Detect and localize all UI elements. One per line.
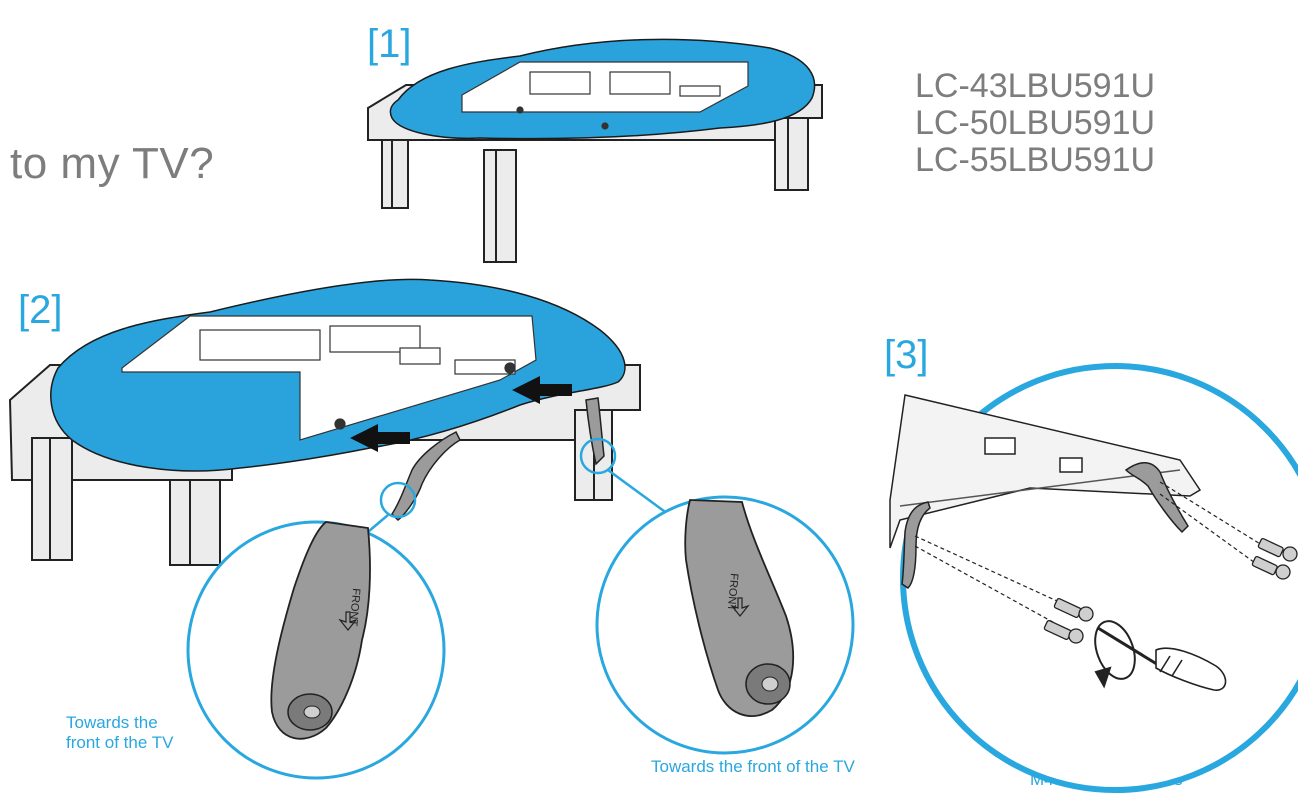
tv-bottom-edge	[889, 394, 1202, 549]
rotate-icon	[1094, 620, 1136, 689]
step-3-illustration	[889, 363, 1298, 793]
step-2-illustration: FRONT FRONT	[8, 278, 855, 780]
screw-guide-lines	[914, 481, 1271, 627]
step-1-label: [1]	[367, 22, 412, 66]
screwdriver-icon	[1097, 626, 1227, 691]
model-number: LC-43LBU591U	[915, 67, 1156, 105]
stand-front-label: FRONT	[725, 573, 740, 612]
step-1-illustration	[367, 38, 823, 263]
model-number: LC-50LBU591U	[915, 104, 1156, 142]
step-3-label: [3]	[884, 333, 929, 377]
tv-back-2	[121, 315, 537, 441]
caption-line: Towards the	[66, 713, 158, 732]
zoom-marker-right	[579, 437, 617, 475]
caption-line: front of the TV	[66, 733, 174, 752]
tv-back-1	[461, 61, 749, 130]
model-list: LC-43LBU591U LC-50LBU591U LC-55LBU591U	[915, 68, 1155, 179]
zoom-detail-right: FRONT	[595, 495, 855, 755]
zoom-detail-left: FRONT	[186, 520, 446, 780]
arrow-icon	[350, 376, 572, 452]
stand-leg-right	[1124, 462, 1189, 534]
model-number: LC-55LBU591U	[915, 141, 1156, 179]
caption-front-left: Towards the front of the TV	[66, 713, 173, 753]
stand-leg-left	[391, 430, 461, 521]
stand-leg-right	[585, 397, 605, 466]
step-2-label: [2]	[18, 288, 63, 332]
zoom-marker-left	[379, 481, 417, 519]
page-title-fragment: to my TV?	[10, 139, 215, 188]
screw-icon	[1043, 538, 1298, 644]
caption-front-right: Towards the front of the TV	[651, 757, 855, 776]
